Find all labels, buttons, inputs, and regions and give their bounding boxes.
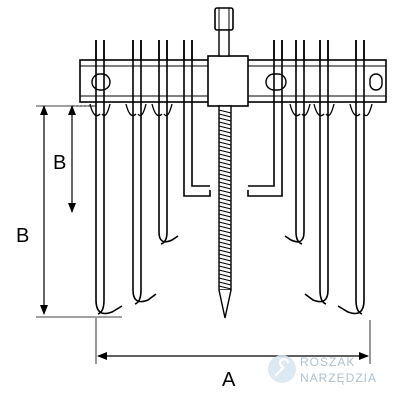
dimension-b-inner-label: B <box>53 152 66 174</box>
watermark-line2: NARZĘDZIA <box>300 371 377 385</box>
dimension-b-inner: B <box>53 105 96 213</box>
watermark-line1: ROSZAK <box>300 355 355 369</box>
dimension-a: A <box>95 318 371 391</box>
dimension-b-outer: B <box>16 105 122 318</box>
dimension-a-label: A <box>222 369 236 391</box>
threaded-spindle <box>218 29 232 319</box>
center-block <box>207 55 249 107</box>
leg-clips <box>89 103 373 117</box>
spindle-nut <box>214 7 234 31</box>
dimension-b-outer-label: B <box>16 225 29 247</box>
leg-stems-front <box>95 40 365 102</box>
wrench-badge-icon <box>268 355 296 383</box>
watermark: ROSZAK NARZĘDZIA <box>268 355 377 385</box>
